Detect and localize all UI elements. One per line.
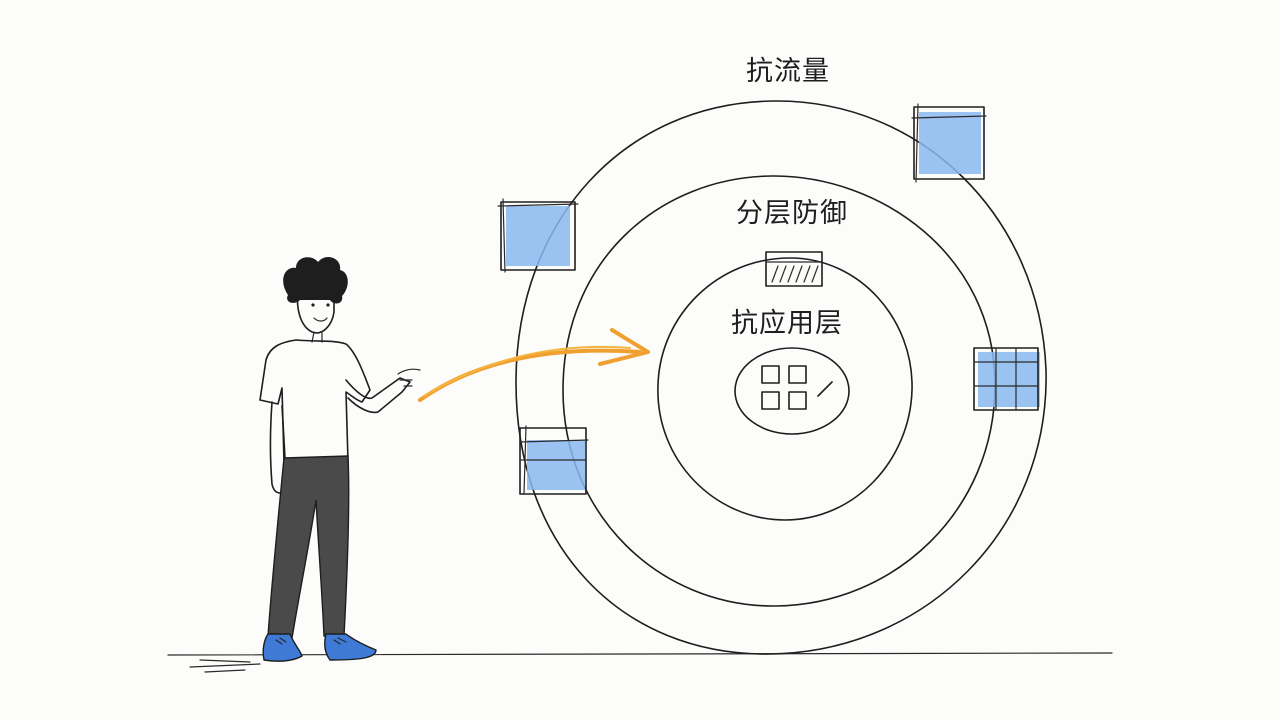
firewall-panel-icon [765, 251, 823, 287]
inner-ring [657, 257, 913, 521]
app-grid-icon [734, 347, 850, 435]
middle-ring-label: 分层防御 [736, 198, 848, 229]
grid-panel-icon [973, 347, 1040, 411]
ground-line [167, 652, 1113, 673]
hair [283, 256, 348, 304]
outer-ring-label: 抗流量 [746, 56, 830, 87]
inner-ring-label: 抗应用层 [731, 308, 843, 339]
arrow-icon [418, 328, 650, 402]
person-figure [259, 256, 421, 662]
outer-ring [515, 100, 1047, 655]
window-icon [911, 103, 987, 183]
window-icon [519, 425, 589, 495]
window-icon [497, 198, 579, 273]
middle-ring [562, 175, 996, 607]
